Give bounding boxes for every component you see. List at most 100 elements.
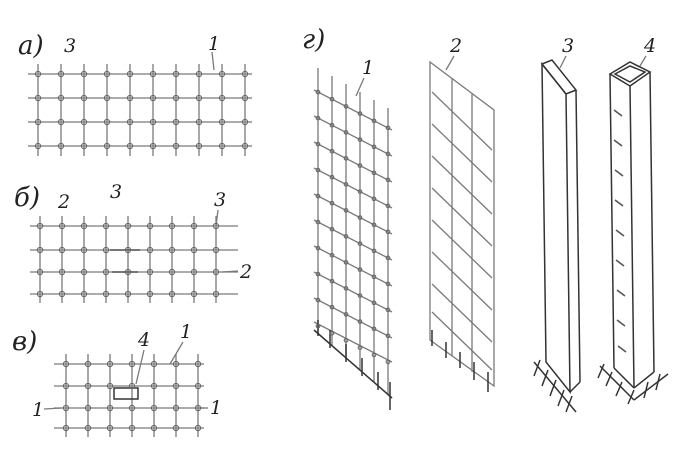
mesh-node <box>36 246 44 254</box>
mesh-node <box>315 271 321 277</box>
mesh-node <box>36 222 44 230</box>
mesh-node <box>212 246 220 254</box>
mesh-node <box>58 222 66 230</box>
mesh-node <box>385 151 391 157</box>
mesh-node <box>385 125 391 131</box>
mesh-node <box>106 404 114 412</box>
panel-b-label-2: 2 <box>57 191 70 213</box>
mesh-node <box>385 307 391 313</box>
mesh-a <box>28 64 252 156</box>
mesh-node <box>128 382 136 390</box>
mesh-node <box>84 404 92 412</box>
panel-v-label-1-top: 1 <box>180 321 192 343</box>
mesh-node <box>329 200 335 206</box>
panel-b-letter: б) <box>14 183 40 213</box>
mesh-node <box>128 404 136 412</box>
mesh-node <box>149 118 157 126</box>
mesh-node <box>172 70 180 78</box>
mesh-node <box>124 222 132 230</box>
panel-v-label-1-right: 1 <box>210 397 222 419</box>
mesh-node <box>343 312 349 317</box>
mesh-node <box>80 94 88 102</box>
mesh-node <box>172 94 180 102</box>
mesh-node <box>84 360 92 368</box>
mesh-node <box>385 333 391 339</box>
wall-element-3 <box>533 59 581 413</box>
mesh-node <box>343 338 349 343</box>
mesh-node <box>80 118 88 126</box>
mesh-node <box>58 246 66 254</box>
mesh-node <box>343 156 349 161</box>
mesh-node <box>385 359 391 365</box>
mesh-node <box>36 268 44 276</box>
mesh-node <box>168 268 176 276</box>
mesh-node <box>36 290 44 298</box>
mesh-node <box>150 382 158 390</box>
mesh-node <box>385 255 391 261</box>
mesh-node <box>146 246 154 254</box>
panel-g-letter: г) <box>302 25 325 55</box>
mesh-node <box>57 142 65 150</box>
mesh-node <box>371 144 377 150</box>
mesh-node <box>385 203 391 209</box>
mesh-node <box>329 122 335 128</box>
mesh-node <box>212 268 220 276</box>
mesh-node <box>126 118 134 126</box>
mesh-node <box>371 222 377 228</box>
mesh-node <box>371 248 377 254</box>
mesh-node <box>241 118 249 126</box>
mesh-node <box>102 290 110 298</box>
mesh-node <box>102 222 110 230</box>
mesh-node <box>150 360 158 368</box>
mesh-node <box>194 404 202 412</box>
mesh-v <box>54 354 204 437</box>
mesh-node <box>106 424 114 432</box>
panel-v-letter: в) <box>12 327 37 357</box>
openings <box>613 109 627 353</box>
mesh-node <box>315 323 321 329</box>
mesh-node <box>329 330 335 336</box>
mesh-node <box>190 268 198 276</box>
ground-hatch <box>533 359 577 413</box>
mesh-node <box>106 360 114 368</box>
mesh-node <box>371 326 377 332</box>
mesh-node <box>80 246 88 254</box>
mesh-node <box>172 382 180 390</box>
mesh-node <box>57 94 65 102</box>
ground-hatch <box>431 330 489 392</box>
mesh-node <box>34 94 42 102</box>
mesh-node <box>168 222 176 230</box>
panel-element-2 <box>429 60 495 392</box>
panel-g: г) 1 2 3 4 <box>302 25 669 413</box>
leader-line <box>559 55 567 69</box>
mesh-node <box>62 404 70 412</box>
mesh-node <box>315 167 321 173</box>
mesh-node <box>62 424 70 432</box>
mesh-node <box>357 319 363 324</box>
mesh-node <box>124 268 132 276</box>
mesh-node <box>212 290 220 298</box>
panel-g-label-4: 4 <box>643 35 656 57</box>
mesh-node <box>195 94 203 102</box>
mesh-node <box>329 304 335 310</box>
mesh-node <box>357 345 363 350</box>
mesh-node <box>80 70 88 78</box>
mesh-node <box>343 208 349 213</box>
mesh-node <box>58 290 66 298</box>
mesh-node <box>357 241 363 246</box>
mesh-node <box>102 246 110 254</box>
mesh-node <box>190 222 198 230</box>
mesh-node <box>150 424 158 432</box>
panel-b-label-3-right: 3 <box>214 189 226 211</box>
mesh-node <box>126 70 134 78</box>
mesh-node <box>385 229 391 235</box>
mesh-node <box>329 252 335 258</box>
mesh-node <box>57 118 65 126</box>
mesh-node <box>124 246 132 254</box>
mesh-node <box>149 94 157 102</box>
mesh-b <box>30 216 238 303</box>
mesh-node <box>371 274 377 280</box>
mesh-node <box>103 94 111 102</box>
mesh-node <box>102 268 110 276</box>
